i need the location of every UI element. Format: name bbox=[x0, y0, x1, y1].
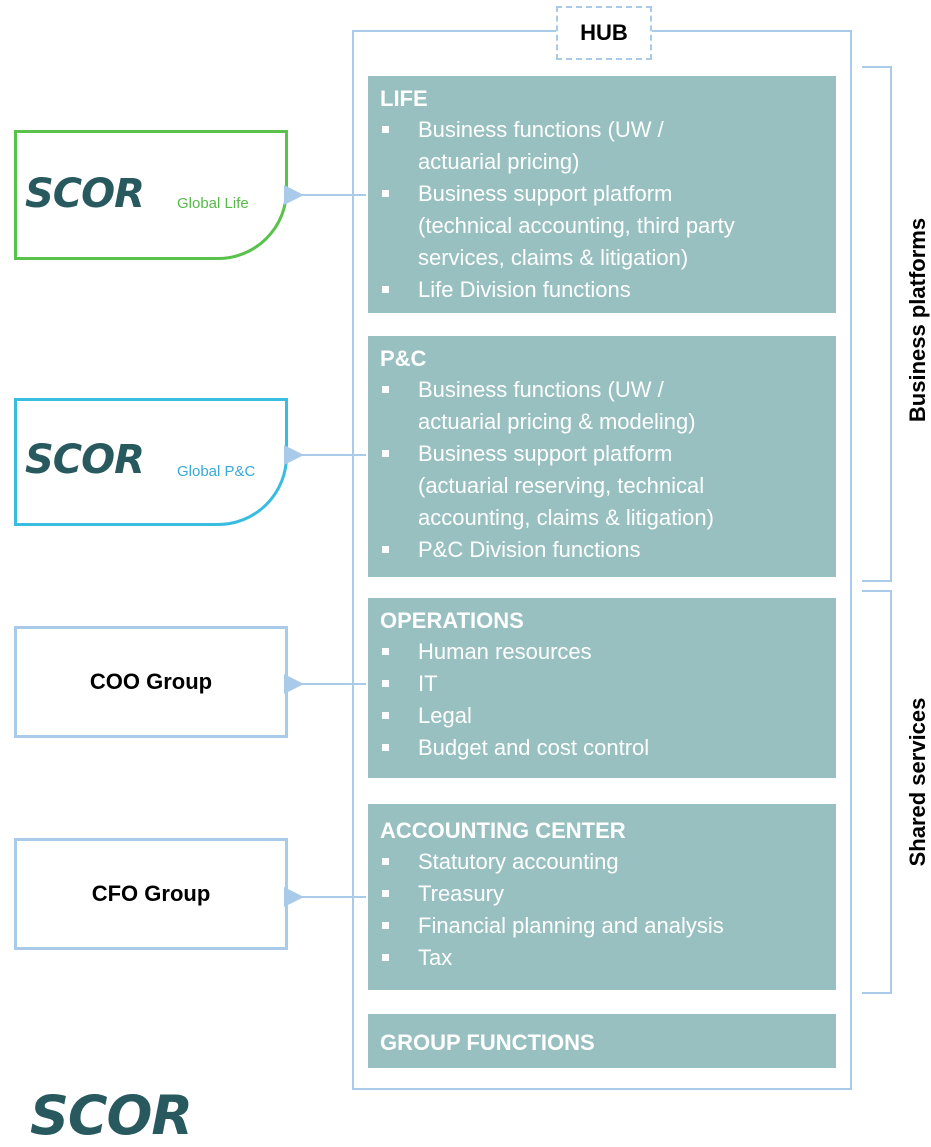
hub-label: HUB bbox=[556, 6, 652, 60]
bullet-square-icon bbox=[382, 712, 389, 719]
pc-bullet: P&C Division functions bbox=[380, 534, 824, 566]
pc-bullet-continuation: accounting, claims & litigation) bbox=[418, 505, 714, 530]
pc-bullet: Business functions (UW / bbox=[380, 374, 824, 406]
scor-global-pc-box: SCOR Global P&C bbox=[14, 398, 288, 526]
coo-group-label: COO Group bbox=[89, 669, 213, 694]
scor-logo: SCOR bbox=[25, 437, 145, 483]
bullet-square-icon bbox=[382, 450, 389, 457]
life-bullet-list: Business functions (UW / actuarial prici… bbox=[380, 114, 824, 306]
bullet-square-icon bbox=[382, 546, 389, 553]
group-functions-title: GROUP FUNCTIONS bbox=[380, 1030, 595, 1055]
pc-bullet-continuation: actuarial pricing & modeling) bbox=[418, 409, 696, 434]
pc-section-title: P&C bbox=[380, 346, 427, 371]
bullet-square-icon bbox=[382, 648, 389, 655]
accounting-center-section: ACCOUNTING CENTER Statutory accounting T… bbox=[368, 804, 836, 990]
accounting-bullet: Tax bbox=[380, 942, 824, 974]
life-bullet-continuation: (technical accounting, third party bbox=[418, 213, 735, 238]
bullet-square-icon bbox=[382, 190, 389, 197]
bullet-square-icon bbox=[382, 126, 389, 133]
operations-bullet: Human resources bbox=[380, 636, 824, 668]
life-bullet: Business functions (UW / bbox=[380, 114, 824, 146]
bullet-square-icon bbox=[382, 858, 389, 865]
operations-bullet: IT bbox=[380, 668, 824, 700]
bullet-square-icon bbox=[382, 286, 389, 293]
group-functions-section: GROUP FUNCTIONS bbox=[368, 1014, 836, 1068]
bullet-square-icon bbox=[382, 922, 389, 929]
life-bullet: Life Division functions bbox=[380, 274, 824, 306]
pc-bullet-list: Business functions (UW / actuarial prici… bbox=[380, 374, 824, 566]
life-section-title: LIFE bbox=[380, 86, 428, 111]
business-platforms-bracket bbox=[862, 66, 892, 582]
accounting-bullet: Statutory accounting bbox=[380, 846, 824, 878]
operations-bullet-list: Human resources IT Legal Budget and cost… bbox=[380, 636, 824, 764]
shared-services-bracket bbox=[862, 590, 892, 994]
accounting-bullet: Treasury bbox=[380, 878, 824, 910]
scor-logo: SCOR bbox=[25, 171, 145, 217]
global-life-label: Global Life bbox=[177, 195, 249, 212]
pc-bullet-continuation: (actuarial reserving, technical bbox=[418, 473, 705, 498]
pc-bullet: Business support platform bbox=[380, 438, 824, 470]
scor-logo: SCOR bbox=[30, 1084, 193, 1147]
accounting-bullet: Financial planning and analysis bbox=[380, 910, 824, 942]
bullet-square-icon bbox=[382, 680, 389, 687]
bullet-square-icon bbox=[382, 386, 389, 393]
global-pc-label: Global P&C bbox=[177, 463, 256, 480]
scor-global-life-box: SCOR Global Life bbox=[14, 130, 288, 260]
shared-services-label: Shared services bbox=[905, 697, 930, 867]
pc-section: P&C Business functions (UW / actuarial p… bbox=[368, 336, 836, 577]
life-bullet-continuation: actuarial pricing) bbox=[418, 149, 580, 174]
operations-bullet: Legal bbox=[380, 700, 824, 732]
accounting-bullet-list: Statutory accounting Treasury Financial … bbox=[380, 846, 824, 974]
business-platforms-label: Business platforms bbox=[905, 217, 930, 423]
cfo-group-box: CFO Group bbox=[14, 838, 288, 950]
operations-section-title: OPERATIONS bbox=[380, 608, 524, 633]
life-section: LIFE Business functions (UW / actuarial … bbox=[368, 76, 836, 313]
bullet-square-icon bbox=[382, 954, 389, 961]
cfo-group-label: CFO Group bbox=[91, 881, 211, 906]
life-bullet-continuation: services, claims & litigation) bbox=[418, 245, 689, 270]
accounting-center-section-title: ACCOUNTING CENTER bbox=[380, 818, 626, 843]
operations-section: OPERATIONS Human resources IT Legal Budg… bbox=[368, 598, 836, 778]
life-bullet: Business support platform bbox=[380, 178, 824, 210]
operations-bullet: Budget and cost control bbox=[380, 732, 824, 764]
bullet-square-icon bbox=[382, 744, 389, 751]
scor-footer-logo: SCOR bbox=[30, 1084, 260, 1147]
bullet-square-icon bbox=[382, 890, 389, 897]
